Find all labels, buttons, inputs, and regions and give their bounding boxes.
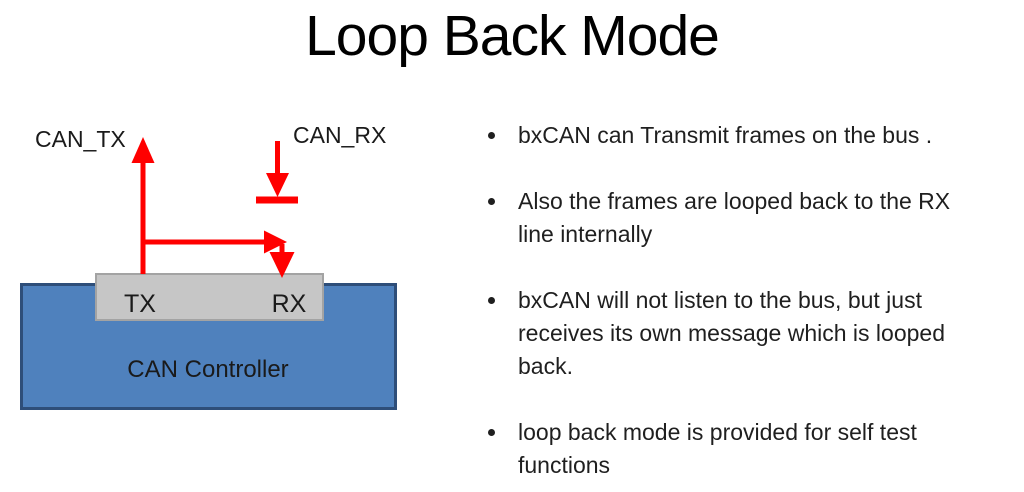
- bullet-text: bxCAN can Transmit frames on the bus .: [518, 122, 933, 148]
- loopback-right-arrowhead-icon: [264, 230, 287, 254]
- bullet-text: bxCAN will not listen to the bus, but ju…: [518, 287, 945, 379]
- can-tx-label: CAN_TX: [35, 126, 126, 152]
- can-rx-arrowhead-icon: [266, 173, 289, 197]
- bullet-dot-icon: [488, 297, 495, 304]
- can-rx-label: CAN_RX: [293, 122, 386, 148]
- bullet-item: bxCAN will not listen to the bus, but ju…: [486, 284, 973, 383]
- bullet-item: bxCAN can Transmit frames on the bus .: [486, 119, 973, 152]
- bullet-item: loop back mode is provided for self test…: [486, 416, 973, 482]
- bullet-text: Also the frames are looped back to the R…: [518, 188, 951, 247]
- bullet-item: Also the frames are looped back to the R…: [486, 185, 973, 251]
- slide-title: Loop Back Mode: [305, 4, 720, 68]
- tx-arrowhead-icon: [131, 137, 155, 163]
- rx-pin-label: RX: [272, 290, 307, 318]
- bullet-dot-icon: [488, 198, 495, 205]
- bullet-dot-icon: [488, 132, 495, 139]
- bullet-text: loop back mode is provided for self test…: [518, 419, 917, 478]
- loopback-down-arrowhead-icon: [269, 252, 295, 278]
- bullet-list: bxCAN can Transmit frames on the bus . Al…: [486, 119, 978, 482]
- bullet-dot-icon: [488, 429, 495, 436]
- pins-box: [95, 273, 324, 321]
- can-controller-label: CAN Controller: [127, 356, 288, 383]
- loopback-diagram: TX RX CAN Controller CAN_TX CAN_RX: [20, 122, 397, 410]
- tx-pin-label: TX: [124, 290, 156, 318]
